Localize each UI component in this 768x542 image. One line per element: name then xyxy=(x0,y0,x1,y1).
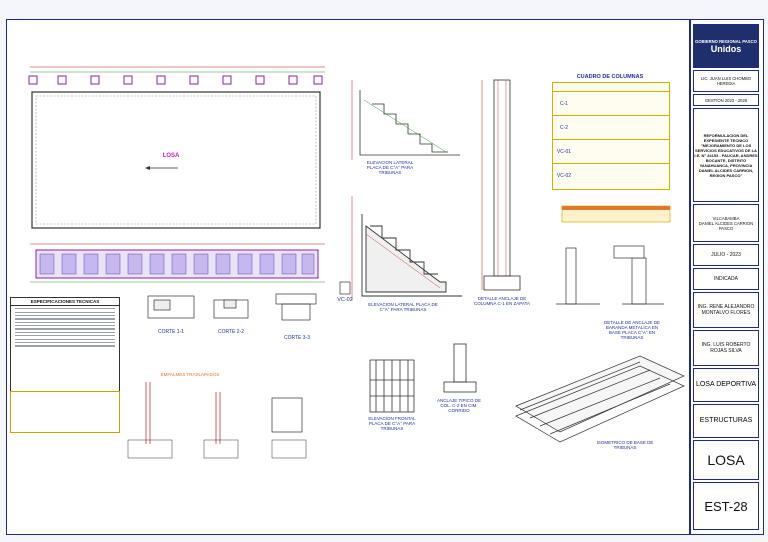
scale: INDICADA xyxy=(714,276,738,282)
sheet-number: EST-28 xyxy=(704,498,748,514)
period: GESTION 2023 - 2026 xyxy=(704,97,748,103)
client-logo-box: GOBIERNO REGIONAL PASCO Unidos xyxy=(693,24,759,68)
plate-anchor-detail xyxy=(556,245,664,305)
content-box: LOSA xyxy=(693,440,759,480)
elevation-frontal-caption: ELEVACION FRONTAL PLACA DE C°A° PARA TRI… xyxy=(368,416,416,431)
project-name: REFORMULACION DEL EXPEDIENTE TECNICO "ME… xyxy=(694,132,758,178)
elevation-frontal xyxy=(369,359,415,413)
project-box: REFORMULACION DEL EXPEDIENTE TECNICO "ME… xyxy=(693,108,759,202)
plate-anchor-caption: DETALLE DE ANCLAJE DE BARANDA METALICA E… xyxy=(604,320,660,340)
cut-1-caption: CORTE 1-1 xyxy=(157,329,185,335)
cut-sections xyxy=(147,293,317,321)
period-box: GESTION 2023 - 2026 xyxy=(693,94,759,106)
columns-table: C-1 C-2 VC-01 VC-02 xyxy=(552,82,670,190)
vc02-label: VC-02 xyxy=(337,297,353,303)
anchor-typical-caption: ANCLAJE TIPICO DE COL. C-2 EN CIM. CORRI… xyxy=(437,398,481,413)
column-anchor-caption: DETALLE ANCLAJE DE COLUMNA C-1 EN ZAPATA xyxy=(474,296,531,306)
spec-title: ESPECIFICACIONES TECNICAS xyxy=(11,298,119,306)
column-type-vc02: VC-02 xyxy=(556,173,572,179)
slab-plan xyxy=(31,91,321,229)
specialty: ESTRUCTURAS xyxy=(699,417,753,424)
lead-name: LIC. JUAN LUIS CHOMBO HEREDIA xyxy=(700,76,752,86)
location-box: VILCABAMBA DANIEL ALCIDES CARRION PASCO xyxy=(693,204,759,242)
scale-box: INDICADA xyxy=(693,268,759,290)
title-block: GOBIERNO REGIONAL PASCO Unidos LIC. JUAN… xyxy=(690,19,764,535)
designer: ING. RENE ALEJANDRO MONTALVO FLORES xyxy=(697,304,755,316)
column-anchor-detail xyxy=(483,79,521,291)
elevation-lateral-1-caption: ELEVACION LATERAL PLACA DE C°A° PARA TRI… xyxy=(366,160,414,175)
column-markers-top xyxy=(28,75,323,85)
place-region: PASCO xyxy=(718,225,734,231)
component-box: LOSA DEPORTIVA xyxy=(693,368,759,402)
place-district: VILCABAMBA xyxy=(712,215,740,221)
column-type-c2: C-2 xyxy=(559,125,569,131)
slab-label: LOSA xyxy=(162,153,180,159)
specialty-box: ESTRUCTURAS xyxy=(693,404,759,438)
reviewer: ING. LUIS ROBERTO ROJAS SILVA xyxy=(701,342,751,354)
stairs-title: EMPALMES TRASLAPADOS xyxy=(160,372,220,377)
place-province: DANIEL ALCIDES CARRION xyxy=(698,220,754,226)
technical-specifications: ESPECIFICACIONES TECNICAS xyxy=(10,297,120,395)
anchor-typical xyxy=(443,343,477,393)
cut-2-caption: CORTE 2-2 xyxy=(217,329,245,335)
elevation-lateral-1 xyxy=(359,90,460,156)
designer-box: ING. RENE ALEJANDRO MONTALVO FLORES xyxy=(693,292,759,328)
notes-box xyxy=(10,391,120,433)
column-type-c1: C-1 xyxy=(559,101,569,107)
elevation-lateral-2 xyxy=(361,214,462,297)
isometric-base xyxy=(515,355,685,443)
date-box: JULIO - 2023 xyxy=(693,244,759,266)
isometric-caption: ISOMETRICO DE BASE DE TRIBUNAS xyxy=(596,440,654,450)
cut-3-caption: CORTE 3-3 xyxy=(283,335,311,341)
sheet-number-box: EST-28 xyxy=(693,482,759,530)
column-type-vc01: VC-01 xyxy=(556,149,572,155)
client-name: GOBIERNO REGIONAL PASCO xyxy=(695,38,757,44)
columns-table-title: CUADRO DE COLUMNAS xyxy=(576,74,644,80)
lead-box: LIC. JUAN LUIS CHOMBO HEREDIA xyxy=(693,70,759,92)
component: LOSA DEPORTIVA xyxy=(695,381,757,388)
date: JULIO - 2023 xyxy=(711,252,741,258)
elevation-lateral-2-caption: ELEVACION LATERAL PLACA DE C°A° PARA TRI… xyxy=(368,302,438,312)
content: LOSA xyxy=(707,451,745,468)
reviewer-box: ING. LUIS ROBERTO ROJAS SILVA xyxy=(693,330,759,366)
reinforcement-details xyxy=(145,382,303,444)
brand-logo: Unidos xyxy=(710,43,742,54)
